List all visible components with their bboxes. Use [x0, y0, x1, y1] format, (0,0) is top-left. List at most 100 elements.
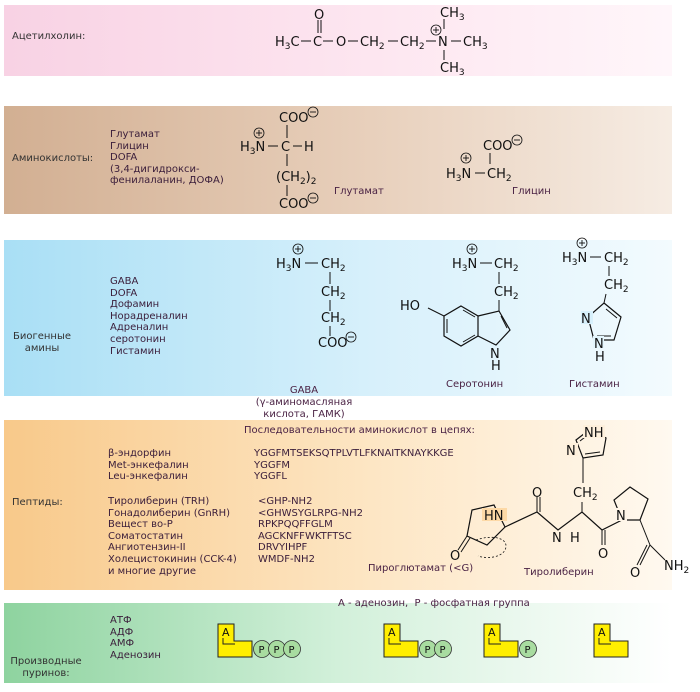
glycine-structure: COO H3N CH2	[446, 134, 523, 184]
serotonin-caption: Серотонин	[446, 379, 504, 390]
svg-text:CH2: CH2	[321, 285, 346, 302]
svg-text:H3N: H3N	[562, 251, 587, 268]
svg-text:NH2: NH2	[664, 559, 689, 576]
list-item: АДФ	[110, 626, 134, 638]
peptide-name: Ангиотензин-II	[108, 542, 186, 554]
svg-text:N: N	[566, 444, 576, 459]
list-item: DOFA	[110, 152, 138, 164]
peptide-name: Холецистокинин (CCK-4)	[108, 553, 237, 565]
peptide-name: Met-энкефалин	[108, 459, 189, 471]
list-item: Глутамат	[110, 129, 160, 140]
acetylcholine-label: Ацетилхолин:	[12, 31, 86, 42]
phosphate-label: P	[425, 645, 431, 656]
peptide-sequence: <GHP-NH2	[258, 496, 313, 507]
svg-text:CH2: CH2	[321, 311, 346, 328]
peptide-names-group1: β-эндорфин Met-энкефалин Leu-энкефалин	[108, 448, 189, 483]
svg-text:H3N: H3N	[446, 167, 471, 184]
svg-text:CH2: CH2	[400, 35, 425, 52]
purine-glyph: A	[593, 623, 629, 658]
svg-text:O: O	[532, 486, 542, 501]
glutamate-caption: Глутамат	[334, 186, 384, 197]
svg-text:(CH2)2: (CH2)2	[276, 170, 316, 187]
svg-text:H: H	[491, 359, 501, 374]
svg-text:COO: COO	[318, 336, 348, 351]
peptide-sequence: AGCKNFFWKTFTSC	[258, 530, 352, 542]
svg-text:N: N	[616, 509, 626, 524]
trh-structure: N NH CH2 O N H O HN O N O NH2	[450, 425, 689, 581]
svg-text:CH3: CH3	[440, 61, 465, 78]
svg-text:HN: HN	[484, 509, 504, 524]
histamine-structure: H3N CH2 CH2 N N H	[562, 237, 629, 365]
peptide-names-group2: Тиролиберин (TRH) Гонадолиберин (GnRH) В…	[108, 496, 237, 577]
adenosine-label: A	[598, 626, 606, 639]
svg-text:CH2: CH2	[360, 35, 385, 52]
acetylcholine-structure: H3C C O O CH2 CH2 N CH3 CH3 CH3	[275, 6, 488, 78]
svg-text:N: N	[552, 531, 562, 546]
svg-text:H: H	[595, 350, 605, 365]
peptide-name: β-эндорфин	[108, 448, 171, 459]
peptide-name: Вещест во-P	[108, 519, 173, 531]
svg-text:O: O	[598, 547, 608, 562]
adenosine-label: A	[388, 626, 396, 639]
peptides-header: Последовательности аминокислот в цепях:	[244, 425, 475, 436]
list-item: (3,4-дигидрокси-	[110, 163, 200, 175]
svg-text:CH2: CH2	[604, 278, 629, 295]
pyroglutamate-caption: Пироглютамат (<G)	[368, 563, 474, 574]
list-item: Дофамин	[110, 299, 160, 311]
peptide-sequence: YGGFMTSEKSQTPLVTLFKNAITKNAYKKGE	[254, 448, 454, 459]
svg-text:H3N: H3N	[240, 140, 265, 157]
svg-text:O: O	[450, 549, 460, 564]
phosphate-label: P	[289, 645, 295, 656]
purines-list: АТФ АДФ АМФ Аденозин	[110, 615, 161, 661]
trh-caption: Тиролиберин	[524, 567, 594, 578]
list-item: серотонин	[110, 333, 166, 345]
list-item: GABA	[110, 276, 139, 287]
svg-text:H: H	[304, 140, 314, 155]
serotonin-structure: H3N CH2 CH2 N H HO	[400, 243, 519, 374]
peptide-sequence: DRVYIHPF	[258, 542, 308, 554]
svg-text:O: O	[314, 8, 324, 23]
svg-text:N: N	[490, 347, 500, 362]
peptide-sequence: YGGFL	[254, 471, 287, 483]
peptide-name: Соматостатин	[108, 530, 184, 542]
purines-legend: A - аденозин, P - фосфатная группа	[338, 598, 530, 609]
svg-text:O: O	[630, 566, 640, 581]
phosphate-circle	[283, 640, 301, 658]
list-item: АТФ	[110, 615, 132, 626]
purines-band	[4, 603, 672, 683]
adenosine-block-inner-line	[598, 638, 611, 645]
svg-text:N: N	[594, 337, 604, 352]
svg-text:COO: COO	[483, 139, 513, 154]
adenosine-block-inner-line	[222, 638, 235, 645]
biogenic-amines-band	[4, 240, 672, 396]
peptide-sequence: <GHWSYGLRPG-NH2	[258, 507, 364, 519]
glycine-caption: Глицин	[512, 186, 551, 197]
svg-text:NH: NH	[584, 426, 604, 441]
adenosine-label: A	[488, 626, 496, 639]
svg-text:C: C	[281, 140, 290, 155]
list-item: DOFA	[110, 287, 138, 299]
list-item: Адреналин	[110, 322, 169, 334]
list-item: фенилаланин, ДОФА)	[110, 175, 224, 187]
svg-text:CH2: CH2	[321, 257, 346, 274]
amino-acids-band	[4, 106, 672, 214]
svg-text:H: H	[570, 531, 580, 546]
adenosine-block	[483, 623, 519, 658]
adenosine-block	[593, 623, 629, 658]
biogenic-amines-list: GABA DOFA Дофамин Норадреналин Адреналин…	[110, 276, 188, 357]
svg-text:H3N: H3N	[276, 257, 301, 274]
svg-text:CH2: CH2	[604, 251, 629, 268]
list-item: Гистамин	[110, 345, 161, 357]
adenosine-block-inner-line	[488, 638, 501, 645]
svg-text:CH2: CH2	[494, 257, 519, 274]
phosphate-label: P	[259, 645, 265, 656]
amino-acids-list: Глутамат Глицин DOFA (3,4-дигидрокси- фе…	[110, 129, 224, 187]
peptide-sequence: YGGFM	[254, 459, 290, 471]
peptides-label: Пептиды:	[12, 497, 63, 508]
